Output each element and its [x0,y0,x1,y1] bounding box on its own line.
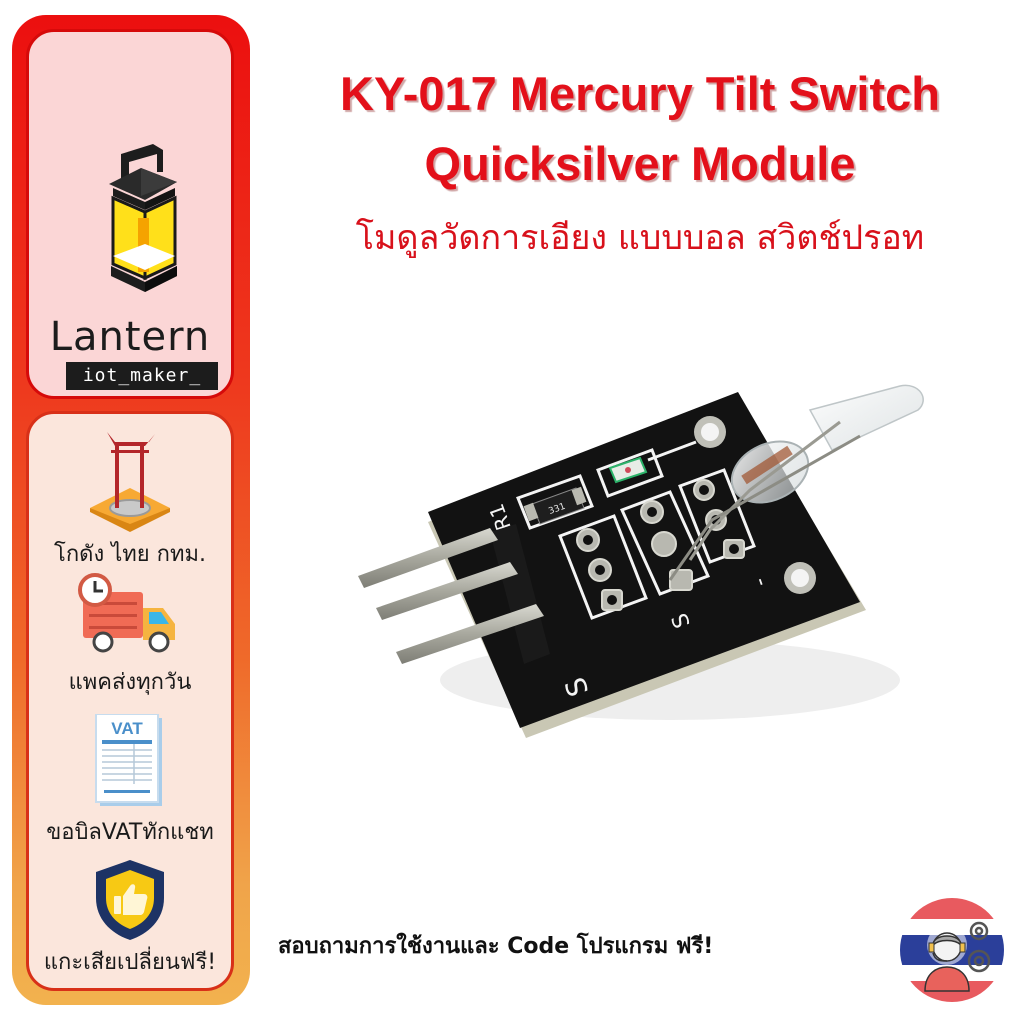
support-text: สอบถามการใช้งานและ Code โปรแกรม ฟรี! [278,934,714,959]
thai-flag-support-agent-icon [900,898,1004,1002]
mercury-tilt-switch [668,384,924,581]
feature-label: โกดัง ไทย กทม. [54,542,206,567]
giant-swing-warehouse-icon [90,432,170,532]
sidebar-panel: Lantern iot_maker_ โกดัง ไทย กทม. [12,15,250,1005]
feature-free-replacement: แกะเสียเปลี่ยนฟรี! [29,858,231,979]
brand-name: Lantern [49,314,211,360]
brand-logo-card: Lantern iot_maker_ [26,29,234,399]
lantern-logo-icon [109,144,177,292]
feature-daily-shipping: แพคส่งทุกวัน [29,572,231,699]
ky017-module-photo: 331 R1 S S - [358,384,924,738]
svg-text:VAT: VAT [111,719,143,738]
shield-thumbs-up-icon [96,860,164,940]
delivery-truck-clock-icon [78,573,175,653]
feature-label: แกะเสียเปลี่ยนฟรี! [43,950,217,975]
feature-label: ขอบิลVATทักแชท [46,820,214,845]
product-subtitle-thai: โมดูลวัดการเอียง แบบบอล สวิตช์ปรอท [355,218,925,258]
product-title-line2: Quicksilver Module [424,137,856,190]
brand-tagline: iot_maker_ [66,362,218,390]
feature-warehouse: โกดัง ไทย กทม. [29,426,231,571]
product-title-line1: KY-017 Mercury Tilt Switch [340,67,940,120]
features-card: โกดัง ไทย กทม. แพคส่งทุกวัน VAT [26,411,234,991]
vat-invoice-icon: VAT [95,714,162,806]
feature-vat-invoice: VAT ขอบิลVATทักแชท [29,714,231,849]
feature-label: แพคส่งทุกวัน [68,670,192,695]
